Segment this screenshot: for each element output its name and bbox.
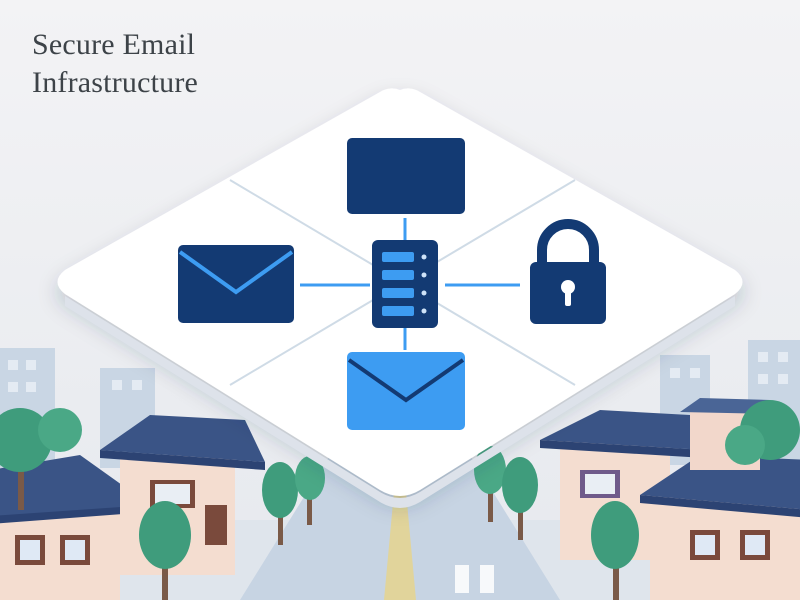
trees: [0, 400, 800, 600]
envelope-open-icon: [347, 352, 465, 430]
road-center-line: [384, 470, 416, 600]
page-title: Secure Email Infrastructure: [32, 26, 198, 102]
padlock-icon: [530, 219, 606, 324]
title-line-1: Secure Email: [32, 28, 196, 61]
connections: [300, 218, 520, 350]
skyline-windows: [8, 352, 788, 392]
server-icon: [372, 240, 438, 328]
house-left-front: [0, 455, 150, 600]
envelope-icon: [178, 245, 294, 323]
crosswalk: [455, 565, 494, 593]
title-line-2: Infrastructure: [32, 66, 199, 99]
monitor-icon: [347, 138, 465, 214]
house-right-front: [640, 455, 800, 600]
